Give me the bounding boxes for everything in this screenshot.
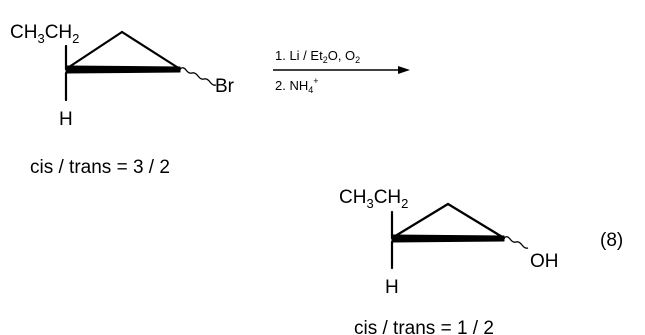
product-h-label: H: [385, 277, 399, 298]
reaction-arrow-head: [398, 66, 410, 74]
product-sub-2: 2: [401, 196, 408, 211]
condition-step-2-sup: +: [313, 76, 318, 86]
product-ethyl-label: CH3CH2: [339, 187, 408, 211]
condition-step-1-mid: O, O: [328, 48, 355, 63]
reactant-ch2: CH: [45, 22, 72, 43]
reactant-ch: CH: [10, 22, 37, 43]
product-sub-3: 3: [366, 196, 373, 211]
equation-number: (8): [600, 230, 623, 251]
condition-step-2: 2. NH4+: [275, 76, 319, 95]
condition-step-1-sub: 2: [323, 55, 328, 65]
product-ring-bond-right: [446, 202, 506, 240]
reactant-sub-3: 3: [37, 31, 44, 46]
condition-step-2-sub: 4: [308, 85, 313, 95]
product-ch: CH: [339, 187, 366, 208]
product-front-wedge: [391, 234, 505, 243]
condition-step-1-prefix: 1. Li / Et: [275, 48, 323, 63]
product-ring-bond-left: [390, 202, 450, 240]
reactant-sub-2: 2: [72, 31, 79, 46]
product-oh-label: OH: [530, 251, 559, 272]
reactant-br-label: Br: [215, 76, 235, 97]
product-structure: CH3CH2 H OH (8) cis / trans = 1 / 2: [339, 187, 623, 335]
reactant-ring-bond-right: [120, 30, 182, 71]
reactant-ratio: cis / trans = 3 / 2: [30, 157, 170, 178]
product-ch2: CH: [374, 187, 401, 208]
product-wavy-bond: [503, 236, 529, 249]
condition-step-1: 1. Li / Et2O, O2: [275, 48, 360, 65]
product-ratio: cis / trans = 1 / 2: [354, 318, 494, 335]
reactant-ethyl-label: CH3CH2: [10, 22, 79, 46]
reactant-front-wedge: [65, 65, 181, 74]
reactant-structure: CH3CH2 H Br cis / trans = 3 / 2: [10, 22, 235, 178]
condition-step-1-sub2: 2: [355, 55, 360, 65]
reactant-h-label: H: [59, 109, 73, 130]
condition-step-2-prefix: 2. NH: [275, 78, 308, 93]
reactant-ring-bond-left: [64, 30, 124, 71]
reactant-wavy-bond: [179, 67, 217, 86]
reaction-arrow-group: 1. Li / Et2O, O2 2. NH4+: [273, 48, 410, 95]
